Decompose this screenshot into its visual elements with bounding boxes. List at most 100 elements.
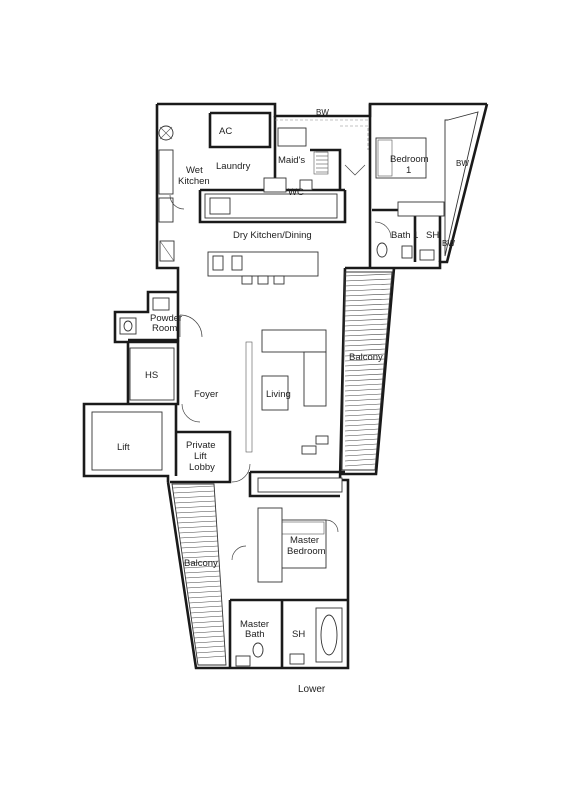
- hatch-line: [173, 490, 215, 494]
- hatch-line: [344, 383, 383, 387]
- label-ac: AC: [219, 126, 232, 137]
- bw-right-hatch: [444, 111, 479, 257]
- hatch-line: [344, 453, 377, 457]
- hatch-line: [179, 535, 218, 539]
- hatch-line: [344, 298, 390, 302]
- plan-caption: Lower: [298, 684, 326, 695]
- hatch-line: [186, 585, 221, 589]
- label-balcony-right: Balcony: [349, 352, 383, 363]
- label-private-lift-2: Lift: [194, 451, 207, 462]
- label-hs: HS: [145, 370, 158, 381]
- label-bw-right: BW: [456, 159, 469, 168]
- hatch-line: [178, 525, 217, 529]
- hatch-line: [344, 393, 382, 397]
- hatch-line: [344, 403, 381, 407]
- hatch-line: [180, 540, 218, 544]
- hatch-line: [191, 615, 223, 619]
- label-maids: Maid's: [278, 155, 305, 166]
- hatch-line: [344, 303, 390, 307]
- hatch-line: [175, 505, 216, 509]
- hatch-line: [196, 650, 226, 654]
- hatch-line: [344, 278, 392, 282]
- label-bw-bath1: BW: [442, 239, 455, 248]
- balcony-left-hatch: [171, 483, 227, 666]
- label-dry-kitchen: Dry Kitchen/Dining: [233, 230, 312, 241]
- hatch-line: [344, 373, 384, 377]
- hatch-line: [344, 318, 388, 322]
- label-master-bath-1: Master: [240, 619, 269, 630]
- label-bath1: Bath 1: [391, 230, 418, 241]
- doors: [169, 164, 392, 561]
- label-sh-bath1: SH: [426, 230, 439, 241]
- hatch-line: [187, 590, 222, 594]
- hatch-line: [344, 378, 383, 382]
- label-powder-2: Room: [152, 323, 177, 334]
- hatch-line: [344, 438, 378, 442]
- hatch-line: [344, 423, 379, 427]
- hatch-line: [344, 333, 387, 337]
- hatch-line: [344, 418, 380, 422]
- hatch-line: [174, 500, 216, 504]
- balcony-right-hatch: [341, 271, 393, 471]
- label-bedroom1-2: 1: [406, 165, 411, 176]
- hatch-line: [184, 570, 220, 574]
- hatch-line: [344, 338, 387, 342]
- hatch-line: [176, 510, 216, 514]
- hatch-line: [183, 560, 220, 564]
- hatch-line: [344, 413, 380, 417]
- hatch-line: [195, 645, 225, 649]
- hatch-line: [344, 293, 390, 297]
- label-master-bedroom-2: Bedroom: [287, 546, 326, 557]
- hatch-line: [344, 353, 385, 357]
- label-master-bedroom-1: Master: [290, 535, 319, 546]
- label-private-lift-3: Lobby: [189, 462, 215, 473]
- hatch-line: [344, 388, 382, 392]
- hatch-line: [189, 600, 222, 604]
- hatch-line: [344, 443, 378, 447]
- hatch-line: [181, 545, 219, 549]
- label-lift: Lift: [117, 442, 130, 453]
- label-living: Living: [266, 389, 291, 400]
- hatch-line: [344, 308, 389, 312]
- hatch-line: [344, 323, 388, 327]
- hatch-line: [344, 343, 386, 347]
- hatch-line: [181, 550, 219, 554]
- hatch-line: [344, 283, 391, 287]
- hatch-line: [194, 635, 225, 639]
- hatch-line: [344, 433, 378, 437]
- hatch-line: [189, 605, 223, 609]
- hatch-line: [344, 368, 384, 372]
- label-wc: WC: [288, 187, 304, 198]
- hatch-line: [193, 630, 224, 634]
- hatch-line: [191, 620, 224, 624]
- hatch-line: [344, 458, 376, 462]
- label-foyer: Foyer: [194, 389, 218, 400]
- label-master-bath-2: Bath: [245, 629, 265, 640]
- hatch-line: [186, 580, 221, 584]
- label-bedroom1-1: Bedroom: [390, 154, 429, 165]
- hatch-line: [196, 655, 226, 659]
- hatch-line: [185, 575, 221, 579]
- hatch-line: [173, 495, 215, 499]
- hatch-line: [344, 273, 392, 277]
- hatch-line: [184, 565, 220, 569]
- hatch-line: [172, 485, 215, 489]
- hatch-line: [177, 520, 217, 524]
- hatch-line: [194, 640, 225, 644]
- label-wet-kitchen-2: Kitchen: [178, 176, 210, 187]
- hatch-line: [344, 363, 384, 367]
- label-laundry: Laundry: [216, 161, 251, 172]
- label-balcony-left: Balcony: [184, 558, 218, 569]
- hatch-line: [344, 398, 381, 402]
- hatch-line: [344, 288, 391, 292]
- label-sh-master: SH: [292, 629, 305, 640]
- hatch-line: [188, 595, 222, 599]
- hatch-line: [344, 408, 381, 412]
- fixtures: [91, 119, 445, 667]
- hatch-line: [344, 463, 376, 467]
- hatch-line: [344, 358, 385, 362]
- room-labels: AC BW Wet Kitchen Laundry Maid's WC Bedr…: [117, 108, 469, 640]
- label-wet-kitchen-1: Wet: [186, 165, 203, 176]
- hatch-line: [344, 328, 387, 332]
